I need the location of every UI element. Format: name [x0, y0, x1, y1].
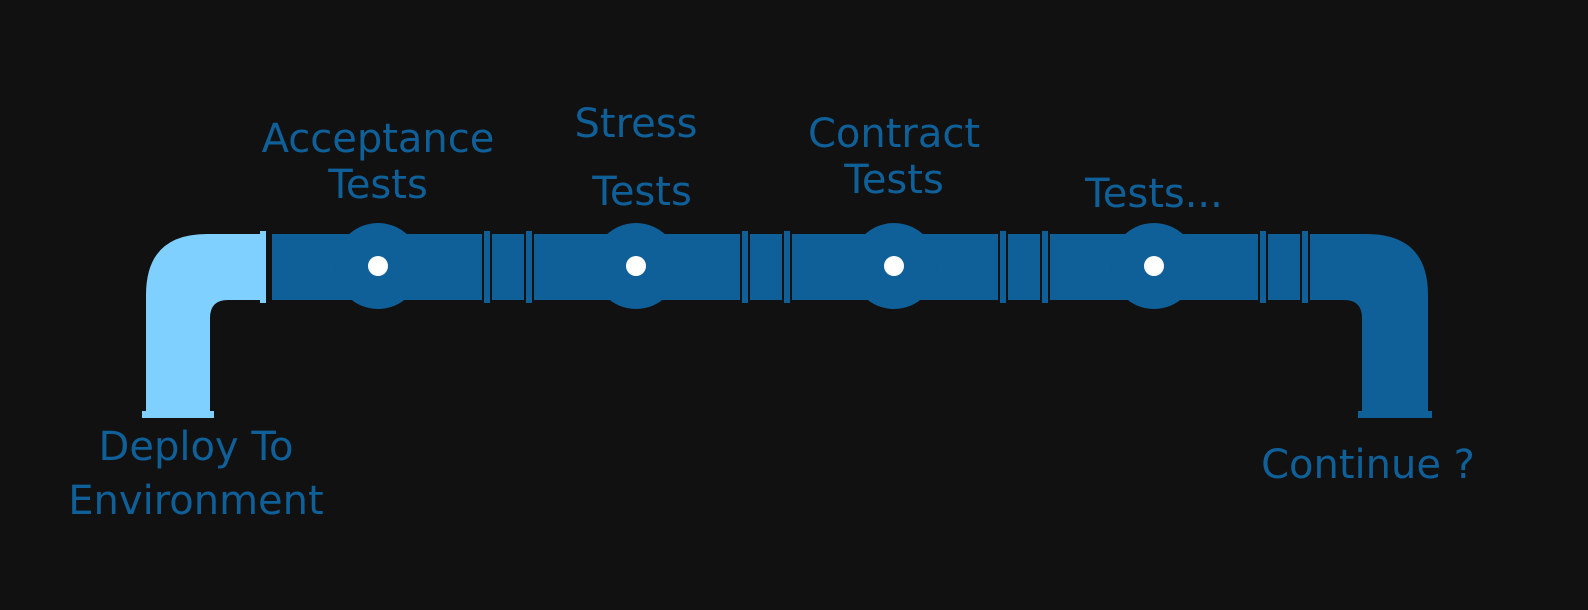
start-label-line1: Deploy To [99, 424, 294, 470]
valve-dot-1 [368, 256, 388, 276]
start-label-line2: Environment [68, 478, 323, 524]
pipe-flange [484, 231, 490, 303]
pipe-flange [1042, 231, 1048, 303]
start-flange [260, 231, 266, 303]
pipe-coupling [1008, 234, 1040, 300]
pipe-flange [1000, 231, 1006, 303]
valve-dot-3 [884, 256, 904, 276]
stage-3-label-line1: Contract [808, 111, 980, 157]
end-elbow-foot [1358, 411, 1432, 418]
pipe-flange [1260, 231, 1266, 303]
pipe-coupling [750, 234, 782, 300]
pipe-flange [526, 231, 532, 303]
end-label: Continue ? [1261, 442, 1475, 488]
pipe-coupling [492, 234, 524, 300]
stage-1-label-line1: Acceptance [262, 116, 495, 162]
stage-3-label-line2: Tests [843, 157, 944, 203]
stage-2-label-line1: Stress [575, 101, 698, 147]
pipe-flange [1302, 231, 1308, 303]
end-elbow-pipe [1310, 234, 1428, 418]
pipe-coupling [1268, 234, 1300, 300]
valve-dot-4 [1144, 256, 1164, 276]
start-elbow-foot [142, 411, 214, 418]
start-elbow-pipe [146, 234, 262, 418]
stage-4-label: Tests... [1084, 171, 1223, 217]
stage-2-label-line2: Tests [591, 169, 692, 215]
valve-dot-2 [626, 256, 646, 276]
stage-1-label-line2: Tests [327, 162, 428, 208]
pipe-flange [742, 231, 748, 303]
pipe-flange [784, 231, 790, 303]
